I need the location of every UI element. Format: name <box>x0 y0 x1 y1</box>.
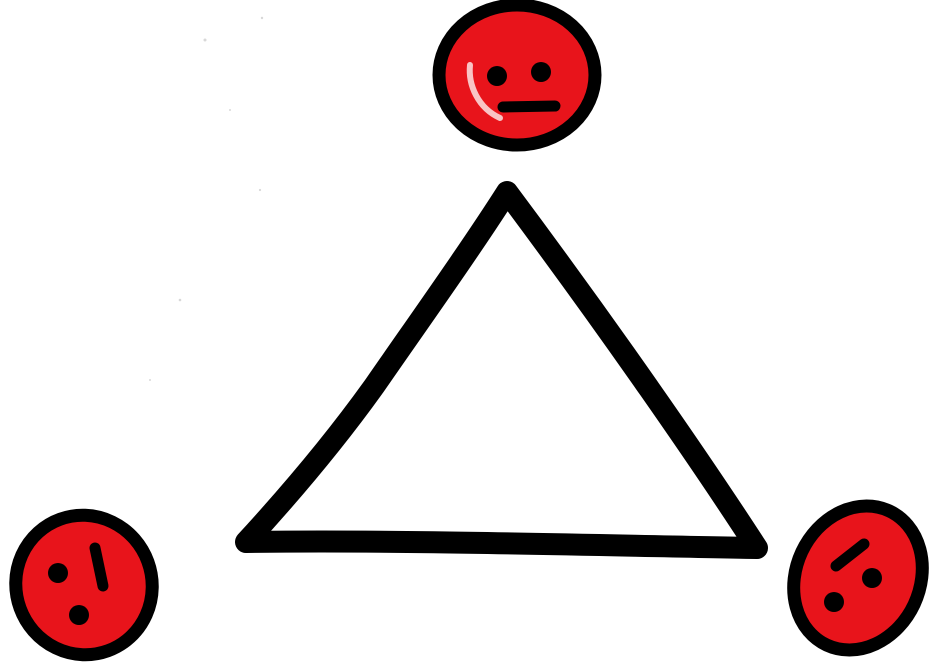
top-face-icon <box>439 5 595 145</box>
bottom-right-face-icon <box>771 485 930 666</box>
bottom-left-face-icon <box>0 496 172 666</box>
center-triangle <box>246 186 757 548</box>
paper-texture <box>149 17 263 381</box>
